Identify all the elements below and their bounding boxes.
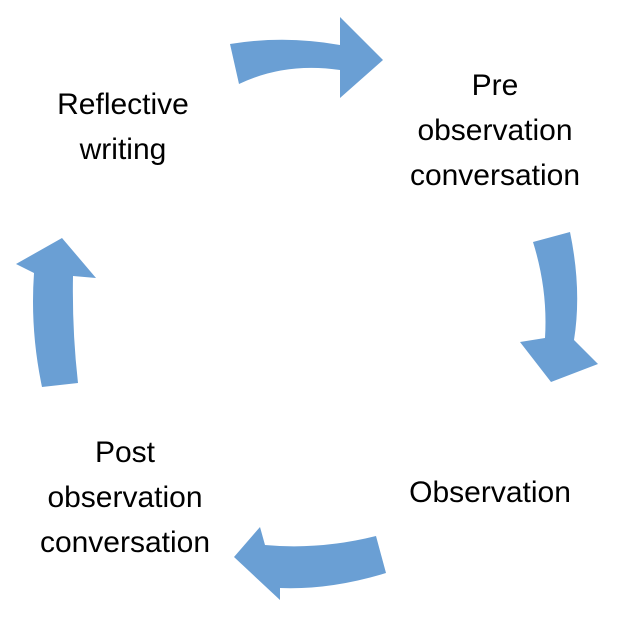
step-reflective-writing: Reflective writing [28, 82, 218, 172]
step-label-line: observation [47, 481, 203, 514]
step-pre-observation-conversation: Pre observation conversation [385, 63, 605, 198]
step-label-line: Post [94, 436, 156, 469]
arrow-bottom [234, 527, 386, 600]
arrow-right [520, 232, 598, 382]
step-label-line: Observation [409, 476, 571, 509]
step-observation: Observation [380, 470, 600, 515]
step-label-line: Reflective [57, 88, 189, 121]
step-label-line: observation [417, 114, 573, 147]
arrow-top [230, 17, 383, 98]
step-label-line: Pre [471, 69, 519, 102]
step-label-line: writing [79, 133, 167, 166]
arrow-left [16, 238, 96, 387]
step-label-line: conversation [409, 159, 581, 192]
step-post-observation-conversation: Post observation conversation [15, 430, 235, 565]
step-label-line: conversation [39, 526, 211, 559]
